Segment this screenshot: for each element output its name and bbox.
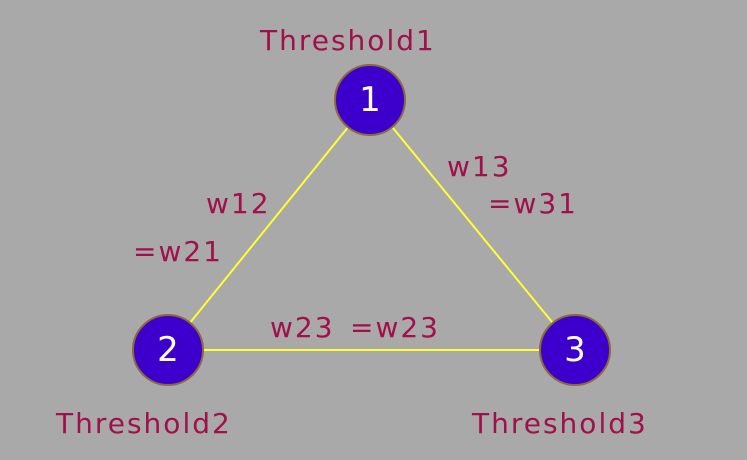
node-number-1: 1	[359, 80, 381, 120]
edge-1-3-label-line1: w13	[447, 150, 512, 183]
threshold-label-1: Threshold1	[260, 24, 436, 57]
neuron-node-1[interactable]: 1	[334, 64, 406, 136]
edge-1-3	[369, 99, 576, 351]
edge-1-2-label-line2: =w21	[133, 235, 223, 268]
threshold-label-3: Threshold3	[472, 407, 648, 440]
node-number-3: 3	[564, 330, 586, 370]
edge-2-3-label-line1: w23	[270, 311, 335, 344]
edge-1-2	[167, 99, 371, 351]
node-number-2: 2	[157, 330, 179, 370]
edge-1-3-label-line2: =w31	[488, 187, 578, 220]
edge-2-3-label-line2: =w23	[350, 311, 440, 344]
neuron-node-3[interactable]: 3	[539, 314, 611, 386]
neuron-node-2[interactable]: 2	[132, 314, 204, 386]
edge-1-2-label-line1: w12	[206, 187, 271, 220]
threshold-label-2: Threshold2	[56, 407, 232, 440]
